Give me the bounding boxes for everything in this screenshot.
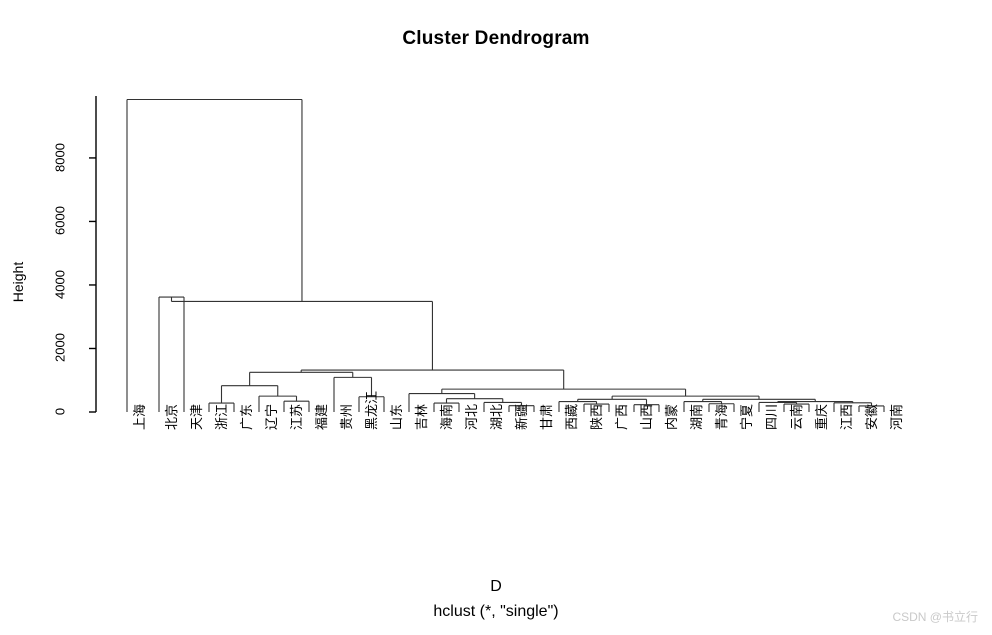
leaf-label: 安徽 xyxy=(864,403,879,430)
y-tick-label: 2000 xyxy=(52,333,68,363)
leaf-label: 辽宁 xyxy=(264,403,279,430)
leaf-label: 甘肃 xyxy=(539,403,554,430)
leaf-label: 北京 xyxy=(164,403,179,430)
leaf-label: 湖北 xyxy=(489,403,504,430)
leaf-label: 江苏 xyxy=(289,403,304,430)
leaf-label: 广东 xyxy=(239,403,254,430)
leaf-label: 宁夏 xyxy=(739,403,754,430)
y-tick-label: 4000 xyxy=(52,270,68,299)
leaf-label: 云南 xyxy=(789,403,804,430)
leaf-label: 青海 xyxy=(714,403,729,430)
leaf-label: 广西 xyxy=(614,403,629,430)
leaf-label: 湖南 xyxy=(689,403,704,430)
leaf-label: 陕西 xyxy=(589,403,604,430)
leaf-label: 江西 xyxy=(839,403,854,430)
leaf-label: 内蒙 xyxy=(664,403,679,430)
leaf-label: 浙江 xyxy=(214,403,229,430)
leaf-label: 吉林 xyxy=(414,403,429,430)
y-tick-label: 8000 xyxy=(52,142,68,172)
leaf-label: 福建 xyxy=(314,403,329,430)
y-tick-label: 6000 xyxy=(52,206,68,236)
leaf-label: 河南 xyxy=(889,403,904,430)
leaf-label: 山东 xyxy=(389,403,404,430)
leaf-label: 西藏 xyxy=(564,403,579,430)
y-tick-label: 0 xyxy=(52,407,68,416)
leaf-label: 重庆 xyxy=(814,403,829,430)
x-axis-label: D xyxy=(490,578,502,595)
leaf-label: 上海 xyxy=(132,403,147,430)
leaf-label: 山西 xyxy=(639,403,654,430)
leaf-label: 四川 xyxy=(764,403,779,430)
page-title: Cluster Dendrogram xyxy=(402,28,590,49)
leaf-label: 河北 xyxy=(464,403,479,430)
watermark: CSDN @书立行 xyxy=(892,610,978,624)
x-axis-sublabel: hclust (*, "single") xyxy=(433,603,559,620)
leaf-label: 新疆 xyxy=(514,403,529,430)
leaf-label: 海南 xyxy=(439,403,454,430)
leaf-label: 天津 xyxy=(189,403,204,430)
leaf-label: 黑龙江 xyxy=(364,390,379,430)
leaf-label: 贵州 xyxy=(339,403,354,430)
